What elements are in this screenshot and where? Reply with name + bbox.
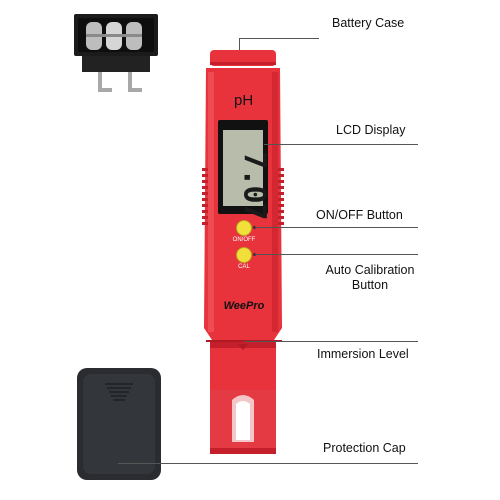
immersion-leader [244,341,418,342]
cal-leader-dot [253,253,256,256]
label-immersion-level: Immersion Level [317,347,409,361]
onoff-leader-dot [253,226,256,229]
lcd-leader [264,144,418,145]
cap-leader [118,463,418,464]
on-off-button[interactable] [236,220,252,236]
ph-meter-pen [202,50,284,454]
battery-leader-tick [239,38,240,50]
label-protection-cap: Protection Cap [323,441,406,455]
battery-leader [239,38,319,39]
lcd-reading: 7.07 [236,151,272,220]
brand-logo: WeePro [223,300,265,312]
onoff-leader [255,227,418,228]
label-battery-case: Battery Case [332,16,405,30]
protection-cap-image [77,368,161,480]
ph-label: pH [234,92,254,109]
label-auto-calibration-line2: Button [351,278,389,292]
battery-case-image [74,14,158,92]
on-off-label: ON/OFF [232,237,256,243]
cal-button[interactable] [236,247,252,263]
cal-leader [255,254,418,255]
cal-label: CAL [238,264,250,270]
label-auto-calibration-line1: Auto Calibration [325,263,415,277]
label-lcd-display: LCD Display [336,123,406,137]
label-on-off-button: ON/OFF Button [316,208,403,222]
label-auto-calibration: Auto Calibration Button [316,263,424,293]
